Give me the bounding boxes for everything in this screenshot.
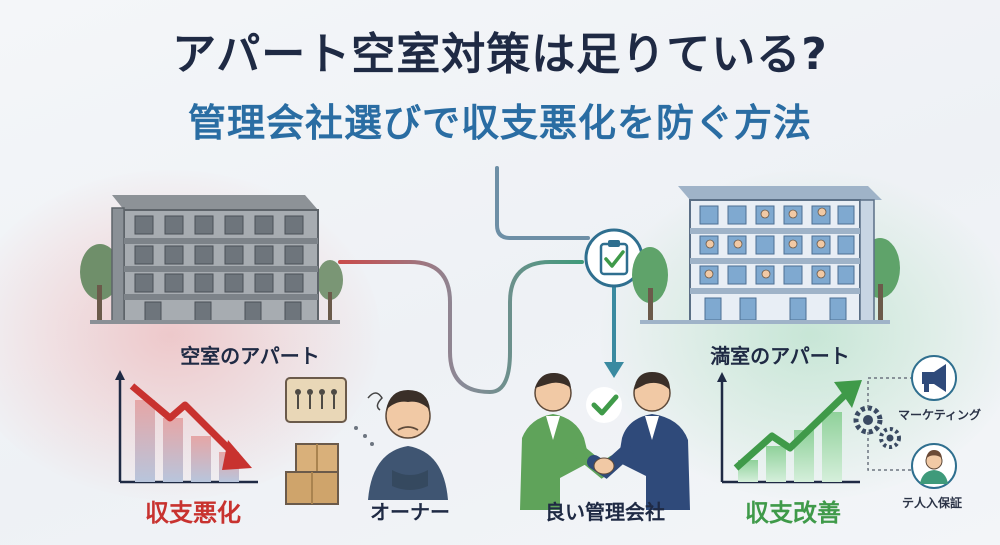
good-management-company-label: 良い管理会社 — [545, 500, 665, 524]
income-improvement-label: 収支改善 — [745, 499, 841, 527]
full-apartment-label: 満室のアパート — [710, 344, 850, 368]
key-board — [285, 377, 347, 423]
owner-label: オーナー — [370, 500, 450, 524]
rising-chart — [717, 372, 862, 484]
cardboard-boxes — [285, 443, 339, 505]
handshake-figure — [520, 372, 690, 510]
checklist-icon — [584, 228, 644, 288]
income-worsening-label: 収支悪化 — [145, 499, 241, 527]
flow-path — [338, 166, 624, 395]
marketing-label: マーケティング — [898, 408, 982, 422]
page-title: アパート空室対策は足りている? — [172, 29, 828, 80]
gear-icon — [853, 405, 901, 449]
tenant-guarantee-label: テ人入保証 — [902, 496, 963, 510]
person-avatar-icon — [911, 443, 957, 489]
page-subtitle: 管理会社選びで収支悪化を防ぐ方法 — [187, 101, 812, 145]
owner-figure — [354, 390, 448, 500]
megaphone-icon — [911, 355, 957, 401]
connector-lines — [867, 377, 912, 471]
full-building — [632, 186, 900, 324]
vacant-apartment-label: 空室のアパート — [180, 344, 320, 368]
vacant-building — [80, 195, 343, 324]
declining-chart — [115, 370, 258, 484]
check-mark-icon — [586, 387, 622, 423]
